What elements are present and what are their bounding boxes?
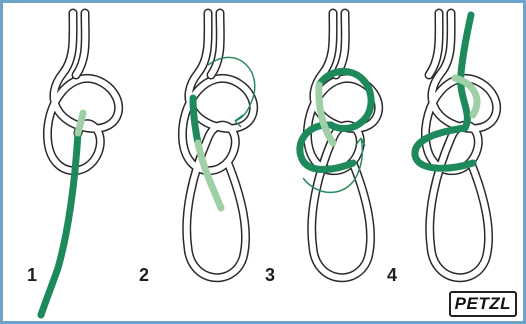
knot-step-3 bbox=[300, 13, 379, 278]
knot-step-2 bbox=[182, 13, 254, 278]
knot-illustration bbox=[3, 3, 523, 321]
knot-step-4 bbox=[415, 13, 497, 278]
brand-logo: PETZL bbox=[449, 291, 517, 317]
step-number-3: 3 bbox=[265, 265, 275, 286]
knot-step-1 bbox=[41, 13, 119, 315]
step-number-2: 2 bbox=[139, 265, 149, 286]
step-number-4: 4 bbox=[387, 265, 397, 286]
step-number-1: 1 bbox=[27, 265, 37, 286]
